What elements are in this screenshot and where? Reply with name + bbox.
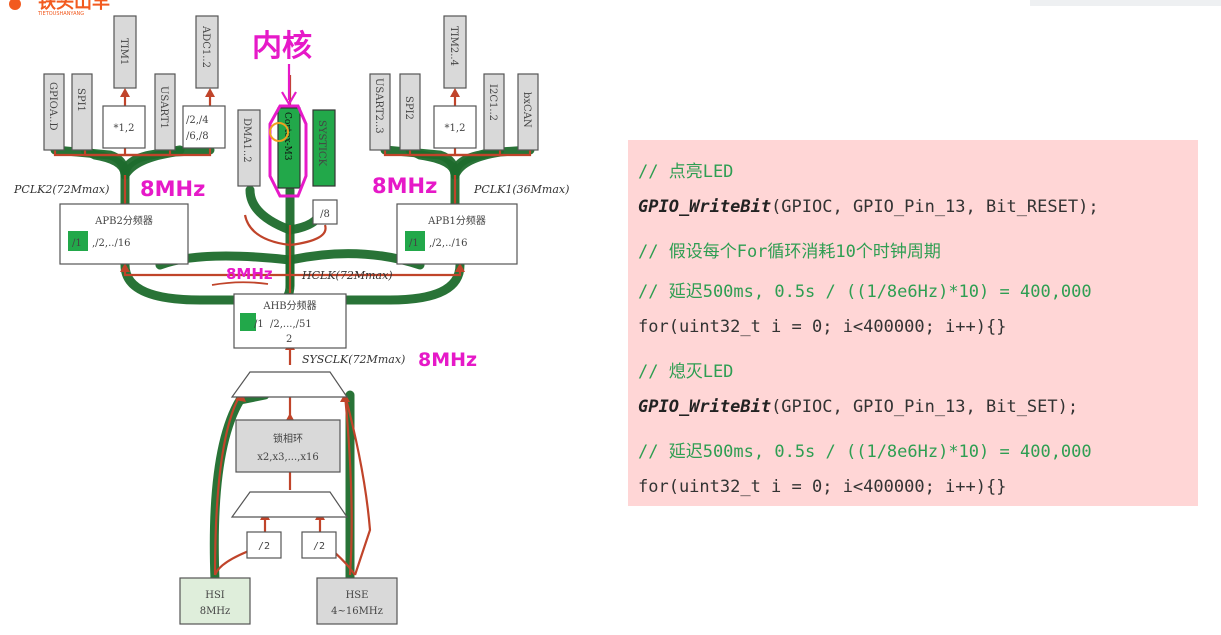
code-line: GPIO_WriteBit(GPIOC, GPIO_Pin_13, Bit_RE… xyxy=(638,197,1099,217)
apb2-title: APB2分频器 xyxy=(94,214,153,227)
systick-div-label: /8 xyxy=(320,209,330,220)
apb2-div-range: ,/2,../16 xyxy=(92,238,131,249)
ahb-div-range: /2,...,/51 xyxy=(270,319,312,330)
systick-label: SYSTICK xyxy=(316,120,327,167)
periph-tim24 xyxy=(443,15,467,89)
annotation-kernel-outline xyxy=(268,104,308,198)
pll-source-mux xyxy=(230,491,349,518)
hsi-label: HSI xyxy=(205,590,225,601)
cortex-block xyxy=(277,107,301,189)
window-top-strip xyxy=(1030,0,1221,6)
periph-usart1 xyxy=(154,73,176,151)
periph-spi1 xyxy=(71,73,93,151)
ahb-selected-div xyxy=(240,313,256,331)
annotation-hclk-underline xyxy=(211,281,269,286)
hse-label: HSE xyxy=(346,590,369,601)
apb1-timer-mult xyxy=(433,105,477,149)
pll-multipliers: x2,x3,...,x16 xyxy=(257,452,318,463)
apb2-div-1: /1 xyxy=(72,238,82,249)
apb1-timer-mult-label: *1,2 xyxy=(445,123,466,134)
apb2-timer-mult xyxy=(102,105,146,149)
hse-freq: 4~16MHz xyxy=(331,606,383,617)
logo-subtext: TIETOUSHANYANG xyxy=(37,11,84,17)
periph-tim1 xyxy=(113,15,137,89)
handwritten-annotations: 内核 8MHz 8MHz 8MHz 8MHz xyxy=(140,29,477,371)
annotation-apb1-freq: 8MHz xyxy=(372,174,437,198)
periph-spi2 xyxy=(399,73,421,151)
periph-tim24-label: TIM2..4 xyxy=(448,26,459,66)
adc-div-line2: /6,/8 xyxy=(186,131,209,142)
annotation-hclk-freq: 8MHz xyxy=(226,265,273,283)
code-line: // 点亮LED xyxy=(638,162,734,182)
dma-block xyxy=(237,109,261,187)
periph-adc xyxy=(195,15,219,89)
hse-source: HSE 4~16MHz xyxy=(316,577,398,625)
annotation-kernel: 内核 xyxy=(252,29,312,64)
periph-usart23-label: USART2..3 xyxy=(373,78,384,134)
periph-i2c-label: I2C1..2 xyxy=(487,84,498,121)
periph-bxcan-label: bxCAN xyxy=(521,92,532,128)
periph-usart1-label: USART1 xyxy=(158,86,169,129)
sysclk-label: SYSCLK(72Mmax) xyxy=(302,353,405,366)
ahb-div-tail: 2 xyxy=(286,334,292,345)
code-line: for(uint32_t i = 0; i<400000; i++){} xyxy=(638,477,1007,497)
code-line: // 熄灭LED xyxy=(638,362,734,382)
apb1-title: APB1分频器 xyxy=(427,214,486,227)
div2-right-box xyxy=(301,531,337,559)
code-line: // 延迟500ms, 0.5s / ((1/8e6Hz)*10) = 400,… xyxy=(638,442,1092,462)
code-line: for(uint32_t i = 0; i<400000; i++){} xyxy=(638,317,1007,337)
code-function-name: GPIO_WriteBit xyxy=(638,197,772,217)
apb2-peripherals: GPIOA..D SPI1 USART1 TIM1 ADC1..2 *1,2 /… xyxy=(43,15,226,151)
sysclk-mux xyxy=(230,371,349,398)
hsi-freq: 8MHz xyxy=(200,606,231,617)
code-arguments: (GPIOC, GPIO_Pin_13, Bit_RESET); xyxy=(771,197,1099,217)
adc-div-line1: /2,/4 xyxy=(186,115,209,126)
periph-spi1-label: SPI1 xyxy=(75,88,86,112)
annotation-sysclk-freq: 8MHz xyxy=(418,349,477,371)
code-line: // 假设每个For循环消耗10个时钟周期 xyxy=(638,242,941,262)
code-line: // 延迟500ms, 0.5s / ((1/8e6Hz)*10) = 400,… xyxy=(638,282,1092,302)
periph-tim1-label: TIM1 xyxy=(118,38,129,65)
logo-text: 铁头山羊 xyxy=(38,0,110,13)
adc-div xyxy=(182,105,226,149)
periph-i2c xyxy=(483,73,505,151)
hsi-source: HSI 8MHz xyxy=(179,577,251,625)
hclk-label: HCLK(72Mmax) xyxy=(301,269,393,282)
periph-bxcan xyxy=(517,73,539,151)
logo: 铁头山羊 TIETOUSHANYANG xyxy=(9,0,110,17)
code-arguments: (GPIOC, GPIO_Pin_13, Bit_SET); xyxy=(771,397,1079,417)
apb1-selected-div xyxy=(405,231,425,251)
pll-block xyxy=(235,419,341,473)
code-function-name: GPIO_WriteBit xyxy=(638,397,772,417)
pclk2-label: PCLK2(72Mmax) xyxy=(13,183,109,196)
div2-left-label: /2 xyxy=(258,541,270,552)
code-line: GPIO_WriteBit(GPIOC, GPIO_Pin_13, Bit_SE… xyxy=(638,397,1078,417)
ahb-div-1: /1 xyxy=(254,319,264,330)
apb1-div-range: ,/2,../16 xyxy=(429,238,468,249)
pll-title: 锁相环 xyxy=(273,432,303,445)
periph-usart23 xyxy=(369,73,391,151)
systick-block xyxy=(312,109,336,187)
div2-left-box xyxy=(246,531,282,559)
annotation-kernel-arrowhead xyxy=(281,91,297,107)
periph-gpio-label: GPIOA..D xyxy=(47,82,58,130)
periph-spi2-label: SPI2 xyxy=(403,96,414,120)
systick-div xyxy=(312,199,338,225)
apb1-peripherals: USART2..3 SPI2 I2C1..2 bxCAN TIM2..4 *1,… xyxy=(369,15,539,151)
apb2-timer-mult-label: *1,2 xyxy=(114,123,135,134)
periph-adc-label: ADC1..2 xyxy=(200,25,211,68)
periph-gpio xyxy=(43,73,65,151)
logo-icon xyxy=(9,0,21,10)
annotation-core-circle xyxy=(269,122,289,142)
annotation-apb2-freq: 8MHz xyxy=(140,177,205,201)
apb2-selected-div xyxy=(68,231,88,251)
ahb-title: AHB分频器 xyxy=(262,299,316,312)
dma-label: DMA1..2 xyxy=(241,118,252,163)
pclk1-label: PCLK1(36Mmax) xyxy=(473,183,569,196)
div2-right-label: /2 xyxy=(313,541,325,552)
apb1-div-1: /1 xyxy=(409,238,419,249)
